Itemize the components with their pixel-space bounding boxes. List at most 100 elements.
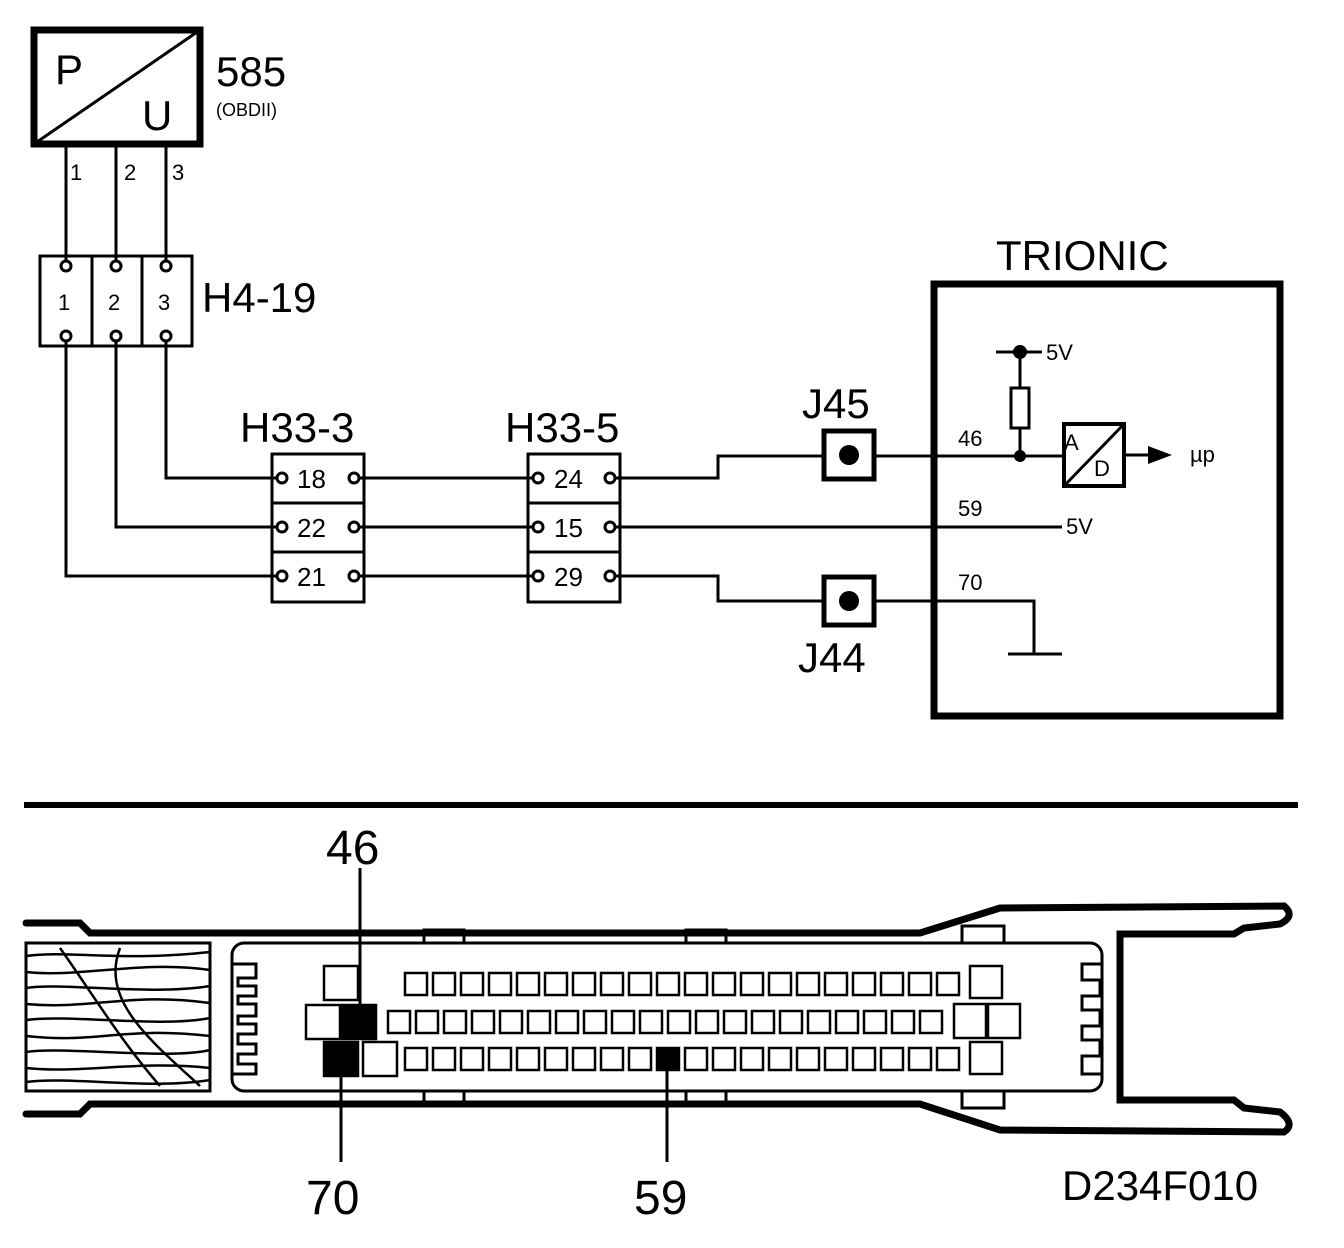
supply-5v-label: 5V xyxy=(1046,340,1073,365)
ecu-pin xyxy=(935,971,961,997)
h33-5-pin-24: 24 xyxy=(554,464,583,494)
ecu-pin xyxy=(711,1046,737,1072)
h4-pin-3: 3 xyxy=(158,290,170,315)
ecu-pin xyxy=(414,1009,440,1035)
signal-node xyxy=(1014,450,1026,462)
ecu-pin xyxy=(907,971,933,997)
harness-wires-3 xyxy=(615,454,1064,656)
ecu-pin xyxy=(515,1046,541,1072)
sensor-id: 585 xyxy=(216,48,286,95)
ecu-pin xyxy=(694,1009,720,1035)
microprocessor-label: µp xyxy=(1190,442,1215,467)
ecu-pin-large xyxy=(952,1002,988,1040)
j44-label: J44 xyxy=(798,634,866,681)
ecu-pin xyxy=(638,1009,664,1035)
ecu-pin xyxy=(554,1009,580,1035)
h4-id: H4-19 xyxy=(202,274,316,321)
ecu-pin xyxy=(515,971,541,997)
ecu-pin-large xyxy=(986,1002,1022,1040)
ecu-pin xyxy=(778,1009,804,1035)
test-point-j44 xyxy=(821,574,877,628)
ecu-pin xyxy=(823,971,849,997)
test-point-j45 xyxy=(821,428,877,482)
ecu-pin xyxy=(907,1046,933,1072)
ecu-pin xyxy=(655,971,681,997)
h33-3-pin-18: 18 xyxy=(297,464,326,494)
ecu-pin xyxy=(767,1046,793,1072)
ecu-pin xyxy=(599,1046,625,1072)
ecu-pin xyxy=(795,971,821,997)
ecu-pin xyxy=(750,1009,776,1035)
ecu-pin xyxy=(739,971,765,997)
ad-label-d: D xyxy=(1094,456,1110,481)
sensor-symbol-p: P xyxy=(55,46,83,93)
connector-h4-19 xyxy=(38,254,194,348)
ecu-pin xyxy=(403,971,429,997)
ecu-pin xyxy=(599,971,625,997)
ecu-connector xyxy=(22,902,1293,1136)
figure-code: D234F010 xyxy=(1062,1162,1258,1209)
ecu-pin-large xyxy=(968,1040,1004,1076)
ecu-pin xyxy=(627,971,653,997)
h33-5-pin-29: 29 xyxy=(554,562,583,592)
ecu-pin xyxy=(711,971,737,997)
ecu-pin xyxy=(851,971,877,997)
h33-5-pin-15: 15 xyxy=(554,513,583,543)
ecu-pin xyxy=(487,1046,513,1072)
ecu-pin xyxy=(459,1046,485,1072)
sensor-symbol-u: U xyxy=(142,92,172,139)
pull-up-resistor xyxy=(996,350,1042,456)
ecu-pin xyxy=(722,1009,748,1035)
pin-59-5v-label: 5V xyxy=(1066,514,1093,539)
ecu-pin xyxy=(851,1046,877,1072)
ecu-pin-large xyxy=(968,964,1004,1000)
ecu-pin xyxy=(683,971,709,997)
wire-bundle xyxy=(24,941,212,1093)
ecu-pin xyxy=(487,971,513,997)
ecu-pin xyxy=(823,1046,849,1072)
ecu-pin xyxy=(498,1009,524,1035)
ecu-pin-large xyxy=(304,1003,342,1041)
ecu-pin xyxy=(879,971,905,997)
ecu-pin xyxy=(890,1009,916,1035)
harness-wires-2 xyxy=(359,476,533,578)
h33-3-pin-21: 21 xyxy=(297,562,326,592)
ecu-pin xyxy=(543,971,569,997)
ecu-pin xyxy=(403,1046,429,1072)
callout-46: 46 xyxy=(326,822,379,875)
ecu-pin-grid xyxy=(304,964,1022,1078)
trionic-pin-59: 59 xyxy=(958,496,982,521)
ecu-pin xyxy=(834,1009,860,1035)
trionic-title: TRIONIC xyxy=(996,232,1169,279)
sensor-pin-3: 3 xyxy=(172,160,184,185)
ecu-pin xyxy=(806,1009,832,1035)
ecu-pin xyxy=(610,1009,636,1035)
ecu-pin xyxy=(386,1009,412,1035)
ecu-pin-large xyxy=(361,1040,399,1078)
ecu-pin xyxy=(470,1009,496,1035)
ad-converter xyxy=(1062,422,1126,488)
trionic-box xyxy=(930,280,1284,720)
sensor-note: (OBDII) xyxy=(216,100,277,120)
ecu-pin xyxy=(442,1009,468,1035)
j45-label: J45 xyxy=(802,380,870,427)
supply-node xyxy=(1013,345,1027,359)
output-arrow xyxy=(1124,446,1172,464)
ecu-pin-large xyxy=(322,964,360,1002)
ecu-pin xyxy=(935,1046,961,1072)
ecu-pin xyxy=(739,1046,765,1072)
ecu-pin xyxy=(526,1009,552,1035)
sensor-wires xyxy=(64,144,168,262)
sensor-pin-2: 2 xyxy=(124,160,136,185)
ad-label-a: A xyxy=(1064,430,1079,455)
ecu-pin xyxy=(627,1046,653,1072)
ecu-pin xyxy=(571,971,597,997)
h4-pin-2: 2 xyxy=(108,290,120,315)
ecu-pin xyxy=(459,971,485,997)
trionic-pin-70: 70 xyxy=(958,570,982,595)
ecu-pin xyxy=(795,1046,821,1072)
h33-3-id: H33-3 xyxy=(240,404,354,451)
h33-3-pin-22: 22 xyxy=(297,513,326,543)
pressure-sensor-585: P U xyxy=(30,26,204,148)
